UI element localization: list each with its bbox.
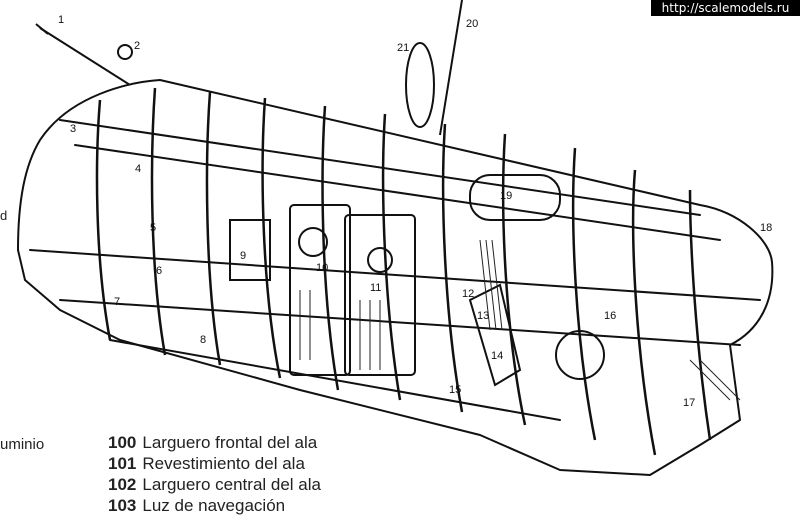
callout-12: 12 [462, 288, 475, 300]
callout-7: 7 [114, 296, 121, 308]
callout-15: 15 [449, 384, 462, 396]
parts-legend: 100 Larguero frontal del ala 101 Revestimi… [108, 432, 321, 516]
callout-2: 2 [134, 40, 141, 52]
legend-item: 102 Larguero central del ala [108, 474, 321, 495]
callout-6: 6 [156, 265, 163, 277]
callout-20: 20 [466, 18, 479, 30]
callout-13: 13 [477, 310, 490, 322]
callout-9: 9 [240, 250, 247, 262]
callout-10: 10 [316, 262, 329, 274]
callout-16: 16 [604, 310, 617, 322]
legend-text: Luz de navegación [142, 496, 286, 515]
legend-number: 102 [108, 475, 137, 494]
edge-text-fragment: d [0, 208, 8, 223]
callout-14: 14 [491, 350, 504, 362]
watermark: http://scalemodels.ru [651, 0, 800, 16]
legend-text: Larguero frontal del ala [142, 433, 318, 452]
callout-5: 5 [150, 222, 157, 234]
legend-text: Larguero central del ala [142, 475, 321, 494]
legend-text: Revestimiento del ala [142, 454, 305, 473]
legend-left-fragment: uminio [0, 436, 45, 453]
callout-17: 17 [683, 397, 696, 409]
legend-number: 101 [108, 454, 137, 473]
callout-3: 3 [70, 123, 77, 135]
legend-item: 103 Luz de navegación [108, 495, 321, 516]
callout-4: 4 [135, 163, 142, 175]
callout-21: 21 [397, 42, 410, 54]
legend-item: 101 Revestimiento del ala [108, 453, 321, 474]
callout-18: 18 [760, 222, 773, 234]
callout-8: 8 [200, 334, 207, 346]
legend-item: 100 Larguero frontal del ala [108, 432, 321, 453]
callout-1: 1 [58, 14, 65, 26]
callout-19: 19 [500, 190, 513, 202]
callout-11: 11 [370, 282, 382, 294]
legend-number: 103 [108, 496, 137, 515]
legend-number: 100 [108, 433, 137, 452]
